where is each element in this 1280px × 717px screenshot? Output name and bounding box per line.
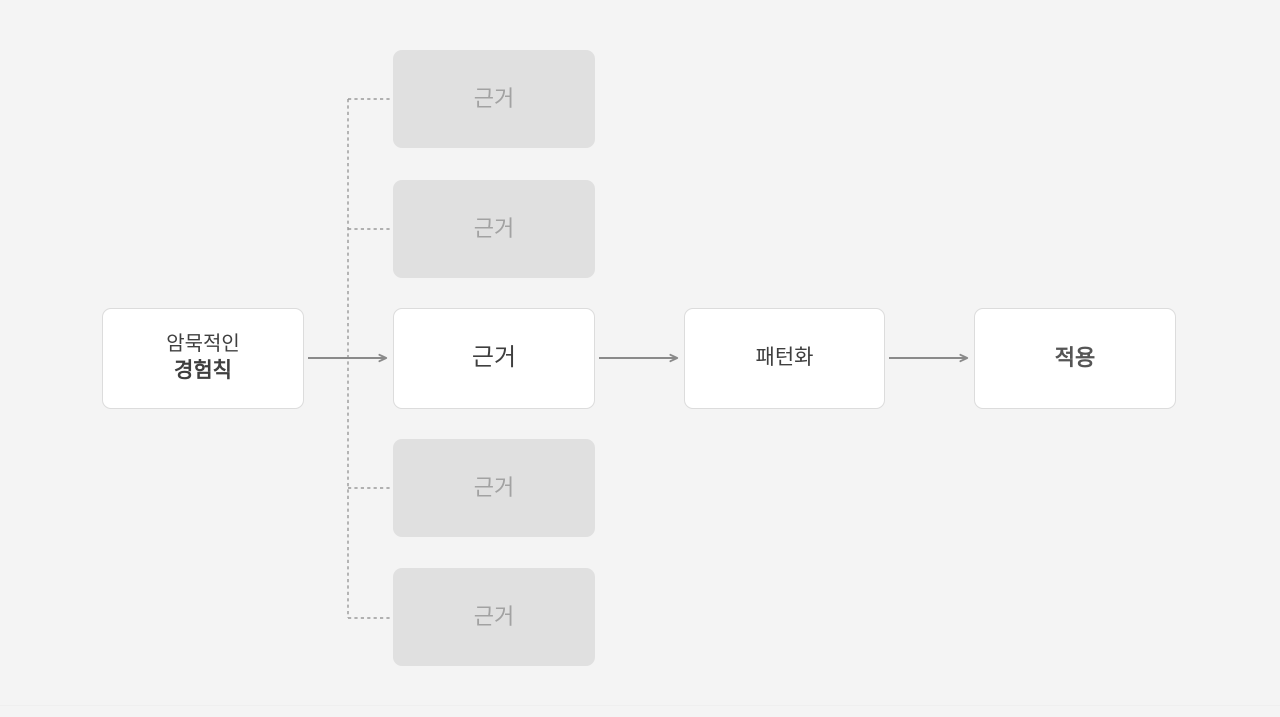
tacit-heuristic-line-2: 경험칙 bbox=[174, 358, 232, 382]
bottom-divider bbox=[0, 705, 1280, 706]
evidence-node-4[interactable]: 근거 bbox=[393, 439, 595, 537]
patternization-node-label: 패턴화 bbox=[755, 346, 814, 370]
patternization-node[interactable]: 패턴화 bbox=[684, 308, 885, 409]
evidence-node-5-label: 근거 bbox=[473, 603, 515, 629]
evidence-node-2[interactable]: 근거 bbox=[393, 180, 595, 278]
evidence-node-4-label: 근거 bbox=[473, 474, 515, 500]
evidence-node-5[interactable]: 근거 bbox=[393, 568, 595, 666]
evidence-node-main-label: 근거 bbox=[471, 344, 517, 372]
dotted-connector-group bbox=[347, 98, 391, 619]
tacit-heuristic-node[interactable]: 암묵적인 경험칙 bbox=[102, 308, 304, 409]
evidence-node-2-label: 근거 bbox=[473, 215, 515, 241]
application-node[interactable]: 적용 bbox=[974, 308, 1176, 409]
tacit-heuristic-line-1: 암묵적인 bbox=[166, 333, 240, 356]
application-node-label: 적용 bbox=[1054, 345, 1096, 371]
evidence-node-1[interactable]: 근거 bbox=[393, 50, 595, 148]
evidence-node-main[interactable]: 근거 bbox=[393, 308, 595, 409]
evidence-node-1-label: 근거 bbox=[473, 85, 515, 111]
